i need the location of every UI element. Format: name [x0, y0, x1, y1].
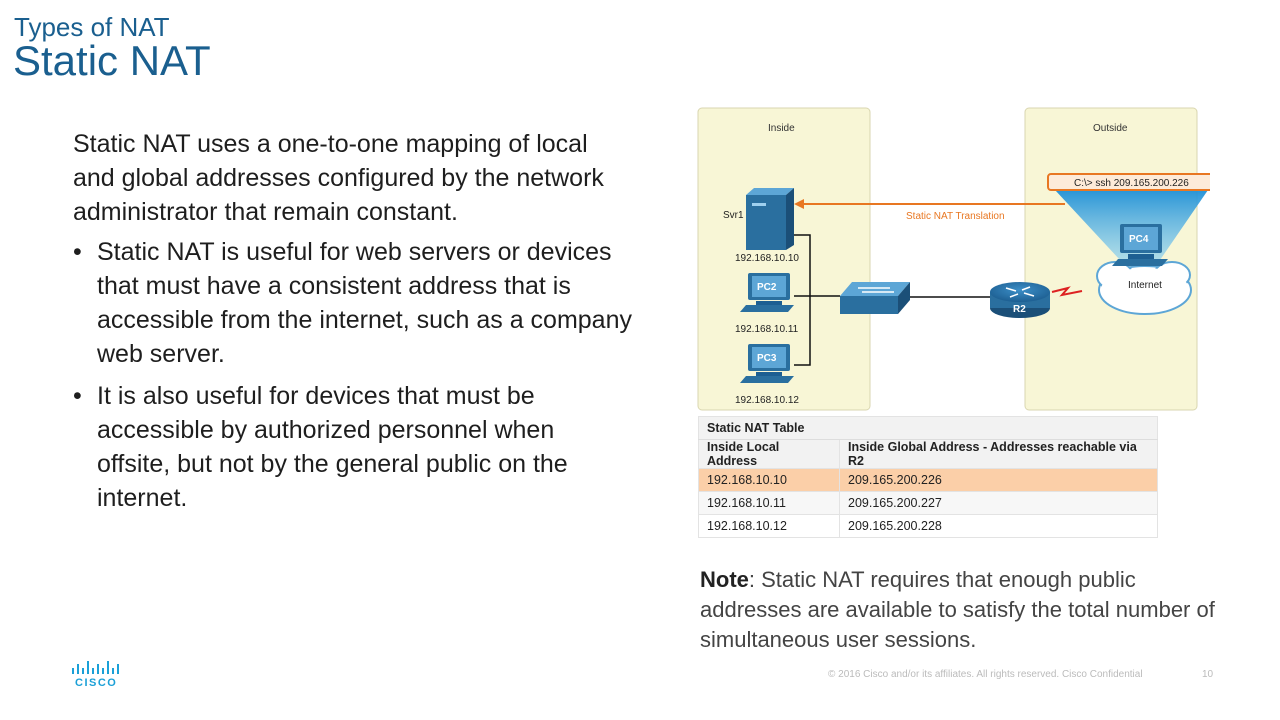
translation-label: Static NAT Translation	[906, 211, 1005, 222]
network-diagram: Inside Outside Static NAT Translation C:…	[697, 107, 1210, 411]
command-box	[1047, 173, 1210, 191]
intro-paragraph: Static NAT uses a one-to-one mapping of …	[73, 130, 604, 226]
pc3-icon	[740, 344, 794, 383]
router-icon	[990, 282, 1050, 318]
pc2-label: PC2	[757, 282, 777, 293]
table-cell: 192.168.10.12	[698, 514, 840, 538]
cable-svr1	[794, 234, 811, 366]
table-cell: 209.165.200.227	[839, 491, 1158, 515]
outside-zone	[1024, 107, 1198, 411]
internet-cloud-icon	[1096, 261, 1192, 315]
table-cell: 209.165.200.226	[839, 468, 1158, 492]
arrow-head-icon	[794, 199, 804, 209]
table-caption: Static NAT Table	[698, 416, 1158, 440]
pc2-icon	[740, 273, 794, 312]
table-cell: 192.168.10.11	[698, 491, 840, 515]
pc4-icon	[1112, 224, 1168, 266]
command-text: C:\> ssh 209.165.200.226	[1074, 178, 1189, 189]
table-row: 192.168.10.12 209.165.200.228	[698, 514, 1158, 538]
inside-label: Inside	[768, 123, 795, 134]
section-subtitle: Types of NAT	[14, 12, 170, 42]
note-text: Note: Static NAT requires that enough pu…	[700, 565, 1220, 655]
pc2-ip: 192.168.10.11	[735, 324, 799, 335]
bullet-item: It is also useful for devices that must …	[73, 379, 633, 515]
cisco-logo: CISCO	[72, 661, 119, 689]
static-nat-table: Static NAT Table Inside Local Address In…	[698, 416, 1158, 538]
inside-zone	[697, 107, 871, 411]
internet-label: Internet	[1128, 280, 1162, 291]
note-body: : Static NAT requires that enough public…	[700, 567, 1215, 652]
slide-title: Static NAT	[13, 37, 211, 84]
bullet-item: Static NAT is useful for web servers or …	[73, 235, 633, 371]
pc3-ip: 192.168.10.12	[735, 395, 799, 406]
body-text: Static NAT uses a one-to-one mapping of …	[73, 127, 633, 523]
svr1-ip: 192.168.10.10	[735, 253, 799, 264]
svr1-label: Svr1	[723, 210, 744, 221]
column-header: Inside Global Address - Addresses reacha…	[839, 439, 1158, 469]
serial-link	[1051, 286, 1083, 297]
bullet-list: Static NAT is useful for web servers or …	[73, 235, 633, 515]
table-caption-row: Static NAT Table	[698, 416, 1158, 440]
logo-text: CISCO	[75, 677, 117, 689]
page-number: 10	[1202, 669, 1214, 680]
column-header: Inside Local Address	[698, 439, 840, 469]
table-cell: 209.165.200.228	[839, 514, 1158, 538]
router-label: R2	[1013, 304, 1026, 315]
table-row-highlighted: 192.168.10.10 209.165.200.226	[698, 468, 1158, 492]
server-icon	[746, 188, 794, 250]
note-label: Note	[700, 567, 749, 592]
switch-icon	[840, 282, 910, 314]
outside-label: Outside	[1093, 123, 1128, 134]
copyright-footer: © 2016 Cisco and/or its affiliates. All …	[828, 669, 1143, 680]
pc3-label: PC3	[757, 353, 777, 364]
table-cell: 192.168.10.10	[698, 468, 840, 492]
table-header-row: Inside Local Address Inside Global Addre…	[698, 439, 1158, 469]
pc4-label: PC4	[1129, 234, 1149, 245]
table-row: 192.168.10.11 209.165.200.227	[698, 491, 1158, 515]
